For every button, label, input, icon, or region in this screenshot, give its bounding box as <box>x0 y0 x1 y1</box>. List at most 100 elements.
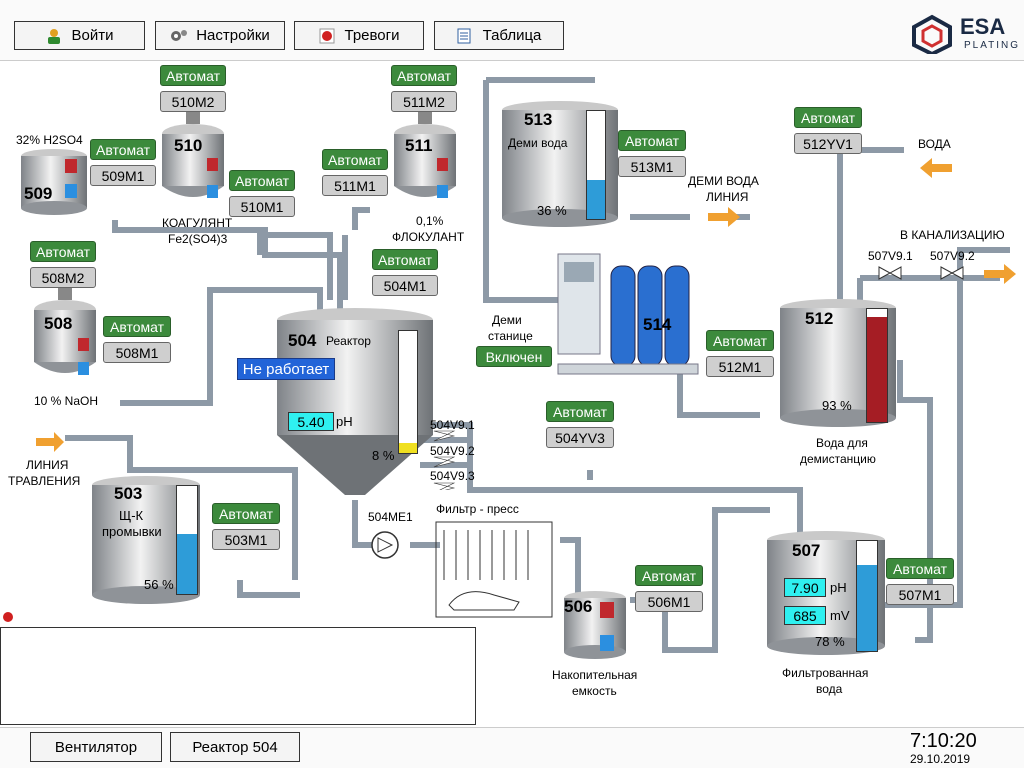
demi-station-status[interactable]: Включен <box>476 346 552 367</box>
tank-512-number: 512 <box>805 309 834 328</box>
valve-512YV1-mode[interactable]: Автомат <box>794 107 862 128</box>
tank-509[interactable] <box>20 148 88 216</box>
alarm-log-panel[interactable] <box>0 627 476 725</box>
tank-503-label-1: Щ-К <box>119 508 144 523</box>
tank-510-high-indicator <box>207 158 218 171</box>
tank-511-number: 511 <box>405 136 433 155</box>
tank-506-high-indicator <box>600 602 614 618</box>
sewer-outlet-arrow-icon <box>984 264 1016 284</box>
table-button[interactable]: Таблица <box>434 21 564 50</box>
reactor-504-ph-value: 5.40 <box>288 412 334 431</box>
tank-513-level-fill <box>587 180 605 219</box>
clock-time: 7:10:20 <box>910 730 977 752</box>
reactor-504-title: Реактор <box>326 334 371 348</box>
alarm-indicator-icon <box>3 612 13 622</box>
pump-509M1-label[interactable]: 509M1 <box>90 165 156 186</box>
demi-water-line-label-1: ДЕМИ ВОДА <box>688 174 759 188</box>
mixer-510M2-mode[interactable]: Автомат <box>160 65 226 86</box>
tank-511-high-indicator <box>437 158 448 171</box>
water-inlet-arrow-icon <box>920 158 952 178</box>
valve-507V9.1[interactable] <box>878 266 902 280</box>
pickling-line-arrow-icon <box>36 432 64 452</box>
pump-510M1-label[interactable]: 510M1 <box>229 196 295 217</box>
water-inlet-label: ВОДА <box>918 137 951 151</box>
tank-509-low-indicator <box>65 184 77 198</box>
mixer-511M2-mode[interactable]: Автомат <box>391 65 457 86</box>
esa-logo-mark <box>912 14 952 57</box>
demi-station-514[interactable] <box>556 246 706 386</box>
tank-506-label-2: емкость <box>572 684 617 698</box>
tank-511[interactable] <box>390 112 460 212</box>
pump-512M1-mode[interactable]: Автомат <box>706 330 774 351</box>
user-icon <box>46 28 62 44</box>
login-button[interactable]: Войти <box>14 21 145 50</box>
tank-512-label-1: Вода для <box>816 436 868 450</box>
pump-503M1-label[interactable]: 503M1 <box>212 529 280 550</box>
pickling-line-label-1: ЛИНИЯ <box>26 458 69 472</box>
pump-509M1-mode[interactable]: Автомат <box>90 139 156 160</box>
valve-512YV1-label[interactable]: 512YV1 <box>794 133 862 154</box>
filter-press[interactable] <box>434 520 554 620</box>
tank-510-low-indicator <box>207 185 218 198</box>
tank-507-mv-value: 685 <box>784 606 826 625</box>
valve-504V9-group[interactable] <box>432 430 456 490</box>
tank-507-level-bar <box>856 540 878 652</box>
tank-503-label-2: промывки <box>102 524 162 539</box>
pump-506M1-label[interactable]: 506M1 <box>635 591 703 612</box>
tank-512-level-bar <box>866 308 888 423</box>
reactor-504-number: 504 <box>288 331 317 350</box>
tank-513-label: Деми вода <box>508 136 568 150</box>
tank-507-level-fill <box>857 565 877 651</box>
valve-504V9.3-label: 504V9.3 <box>430 469 475 483</box>
clock-date: 29.10.2019 <box>910 752 971 766</box>
mixer-508M2-mode[interactable]: Автомат <box>30 241 96 262</box>
reactor-504-status: Не работает <box>237 358 335 380</box>
alarms-button[interactable]: Тревоги <box>294 21 424 50</box>
mixer-504M1-label[interactable]: 504M1 <box>372 275 438 296</box>
tank-513-number: 513 <box>524 110 553 129</box>
fan-button[interactable]: Вентилятор <box>30 732 162 762</box>
mixer-508M2-label[interactable]: 508M2 <box>30 267 96 288</box>
pump-510M1-mode[interactable]: Автомат <box>229 170 295 191</box>
alarm-icon <box>319 28 335 44</box>
valve-507V9.1-label: 507V9.1 <box>868 249 913 263</box>
pump-507M1-mode[interactable]: Автомат <box>886 558 954 579</box>
pump-507M1-label[interactable]: 507M1 <box>886 584 954 605</box>
mixer-510M2-label[interactable]: 510M2 <box>160 91 226 112</box>
tank-512-level-text: 93 % <box>822 398 852 413</box>
pump-506M1-mode[interactable]: Автомат <box>635 565 703 586</box>
valve-504YV3-label[interactable]: 504YV3 <box>546 427 614 448</box>
pump-508M1-mode[interactable]: Автомат <box>103 316 171 337</box>
tank-507-mv-unit: mV <box>830 608 850 623</box>
valve-507V9.2[interactable] <box>940 266 964 280</box>
tank-503-level-text: 56 % <box>144 577 174 592</box>
tank-508-low-indicator <box>78 362 89 375</box>
tank-506[interactable] <box>562 590 628 662</box>
tank-503-level-bar <box>176 485 198 595</box>
pump-512M1-label[interactable]: 512M1 <box>706 356 774 377</box>
pump-513M1-mode[interactable]: Автомат <box>618 130 686 151</box>
demi-water-out-arrow-icon <box>708 207 740 227</box>
pump-508M1-label[interactable]: 508M1 <box>103 342 171 363</box>
pump-511M1-label[interactable]: 511M1 <box>322 175 388 196</box>
pump-511M1-mode[interactable]: Автомат <box>322 149 388 170</box>
pump-513M1-label[interactable]: 513M1 <box>618 156 686 177</box>
reactor-504-button[interactable]: Реактор 504 <box>170 732 300 762</box>
mixer-511M2-label[interactable]: 511M2 <box>391 91 457 112</box>
demi-station-label-1: Деми <box>492 313 522 327</box>
pump-503M1-mode[interactable]: Автомат <box>212 503 280 524</box>
tank-507-label-2: вода <box>816 682 843 696</box>
valve-504YV3-mode[interactable]: Автомат <box>546 401 614 422</box>
pump-504ME1[interactable] <box>370 530 400 560</box>
demi-water-line-label-2: ЛИНИЯ <box>706 190 749 204</box>
tank-510-label-2: Fe2(SO4)3 <box>168 232 228 246</box>
tank-508-high-indicator <box>78 338 89 351</box>
tank-508[interactable] <box>30 288 100 388</box>
tank-508-chemical-label: 10 % NaOH <box>34 394 99 408</box>
reactor-504-ph-unit: pH <box>336 414 353 429</box>
pickling-line-label-2: ТРАВЛЕНИЯ <box>8 474 81 488</box>
demi-station-label-2: станице <box>488 329 533 343</box>
mixer-504M1-mode[interactable]: Автомат <box>372 249 438 270</box>
tank-512-level-fill <box>867 317 887 422</box>
settings-button[interactable]: Настройки <box>155 21 285 50</box>
